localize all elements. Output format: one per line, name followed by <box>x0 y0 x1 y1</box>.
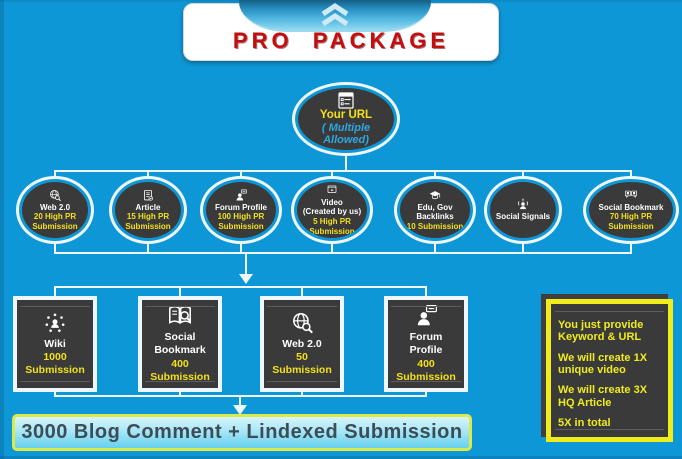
package-title: PRO PACKAGE <box>232 28 450 53</box>
ribbon-badge <box>239 0 431 32</box>
video-icon <box>321 184 343 197</box>
level2-node-forum-profile: Forum Profile 400 Submission <box>384 288 468 395</box>
root-node-your-url: Your URL ( Multiple Allowed) <box>292 82 400 172</box>
node-value: 10 Submission <box>406 221 464 231</box>
divider <box>20 306 90 307</box>
flow-arrow-1-stem <box>245 252 247 275</box>
node-label: Social Bookmark <box>154 331 206 357</box>
node-label: Forum Profile <box>214 202 267 212</box>
level1-node-web20: Web 2.0 20 High PR Submission <box>16 170 94 253</box>
footer-banner-text: 3000 Blog Comment + Lindexed Submission <box>21 421 463 443</box>
double-chevron-up-icon <box>313 3 357 27</box>
node-value: 15 High PR Submission <box>125 212 171 231</box>
node-label: Article <box>135 202 161 212</box>
node-sub: (Created by us) <box>302 207 362 217</box>
url-window-icon <box>338 92 354 109</box>
level2-node-wiki: Wiki 1000 Submission <box>13 288 97 395</box>
arrow-down-icon <box>239 274 253 284</box>
node-value: 50 Submission <box>272 350 332 377</box>
divider <box>145 381 215 382</box>
node-value: 100 High PR Submission <box>217 212 265 231</box>
book-search-icon <box>166 304 194 328</box>
wiki-community-icon <box>42 311 68 335</box>
node-value: 70 High PR Submission <box>608 212 654 231</box>
node-value: 5 High PR Submission <box>309 217 355 236</box>
divider <box>267 381 337 382</box>
info-line: 5X in total <box>558 416 611 429</box>
node-value: 1000 Submission <box>25 350 85 377</box>
divider <box>555 429 664 430</box>
forum-profile-icon <box>230 189 252 202</box>
node-label: Edu, Gov Backlinks <box>416 202 454 222</box>
connector-line-above-squares <box>54 286 427 288</box>
oval-ring: Your URL ( Multiple Allowed) <box>292 82 400 156</box>
divider <box>391 381 461 382</box>
root-node-subtitle: ( Multiple Allowed) <box>321 122 371 147</box>
info-line: We will create 3X HQ Article <box>558 384 648 409</box>
footer-banner: 3000 Blog Comment + Lindexed Submission <box>12 414 472 451</box>
level1-node-article: Article 15 High PR Submission <box>109 170 187 253</box>
divider <box>145 306 215 307</box>
divider <box>20 381 90 382</box>
node-label: Social Bookmark <box>598 202 664 212</box>
forum-profile-icon <box>414 304 438 328</box>
level1-node-social-signals: Social Signals <box>484 170 562 253</box>
node-value: 400 Submission <box>396 357 456 383</box>
arrow-down-icon <box>233 405 247 415</box>
connector-line-level1 <box>54 170 632 172</box>
info-box: You just provide Keyword & URL We will c… <box>546 299 673 442</box>
article-icon <box>137 189 159 202</box>
divider <box>555 311 664 312</box>
node-label: Wiki <box>44 337 66 350</box>
node-label: Web 2.0 <box>282 337 322 350</box>
info-line: We will create 1X unique video <box>558 351 648 376</box>
flow-arrow-2-stem <box>239 395 241 406</box>
social-signals-icon <box>512 198 534 211</box>
connector-line-below-ovals <box>54 252 632 254</box>
level1-node-forum-profile: Forum Profile 100 High PR Submission <box>200 170 282 253</box>
level1-node-video: Video (Created by us) 5 High PR Submissi… <box>291 170 373 253</box>
root-node-title: Your URL <box>319 108 373 121</box>
divider <box>267 306 337 307</box>
globe-search-icon <box>44 189 66 202</box>
level2-node-social-bookmark: Social Bookmark 400 Submission <box>138 288 222 395</box>
level1-node-edu-gov-backlinks: Edu, Gov Backlinks 10 Submission <box>394 170 476 253</box>
node-value: 20 High PR Submission <box>32 212 78 231</box>
info-line: You just provide Keyword & URL <box>558 319 644 344</box>
node-value: 400 Submission <box>150 357 210 383</box>
level2-node-web20: Web 2.0 50 Submission <box>260 288 344 395</box>
node-label: Social Signals <box>495 212 551 222</box>
graduation-cap-icon <box>424 189 446 202</box>
level1-node-social-bookmark: Social Bookmark 70 High PR Submission <box>583 170 679 253</box>
globe-search-icon <box>289 311 315 335</box>
divider <box>391 306 461 307</box>
node-label: Forum Profile <box>409 331 443 357</box>
social-bookmark-icon <box>619 189 643 202</box>
node-label: Web 2.0 <box>39 202 71 212</box>
node-label: Video <box>321 197 343 207</box>
